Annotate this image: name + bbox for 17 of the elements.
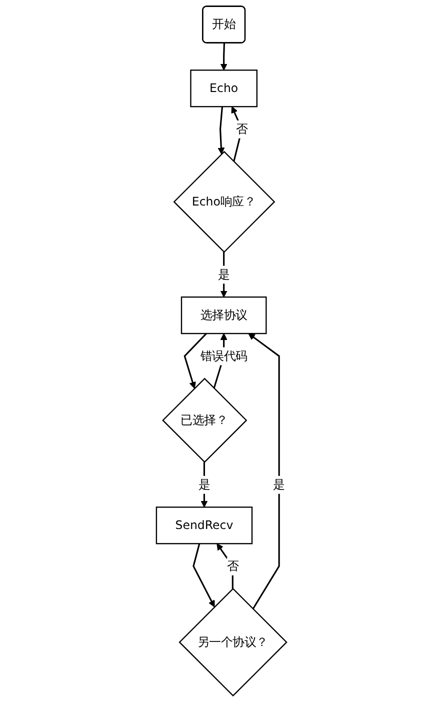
arrow	[192, 543, 215, 608]
edge-label: 是	[198, 477, 210, 492]
node-box: 选择协议	[180, 296, 267, 334]
node-box: Echo	[190, 70, 258, 108]
edge-label: 错误代码	[200, 348, 248, 363]
edge-label: 是	[273, 477, 285, 492]
edge-label: 否	[226, 558, 239, 574]
node-diamond: 另一个协议？	[178, 588, 288, 697]
edge-label: 是	[218, 267, 230, 282]
node-box: SendRecv	[156, 506, 253, 544]
arrow	[184, 332, 207, 389]
node-diamond: 已选择？	[162, 378, 248, 463]
arrow	[220, 43, 228, 70]
arrow	[248, 333, 280, 610]
arrow	[218, 106, 225, 154]
edge-label: 否	[236, 122, 248, 136]
node-diamond: Echo响应？	[173, 150, 276, 253]
